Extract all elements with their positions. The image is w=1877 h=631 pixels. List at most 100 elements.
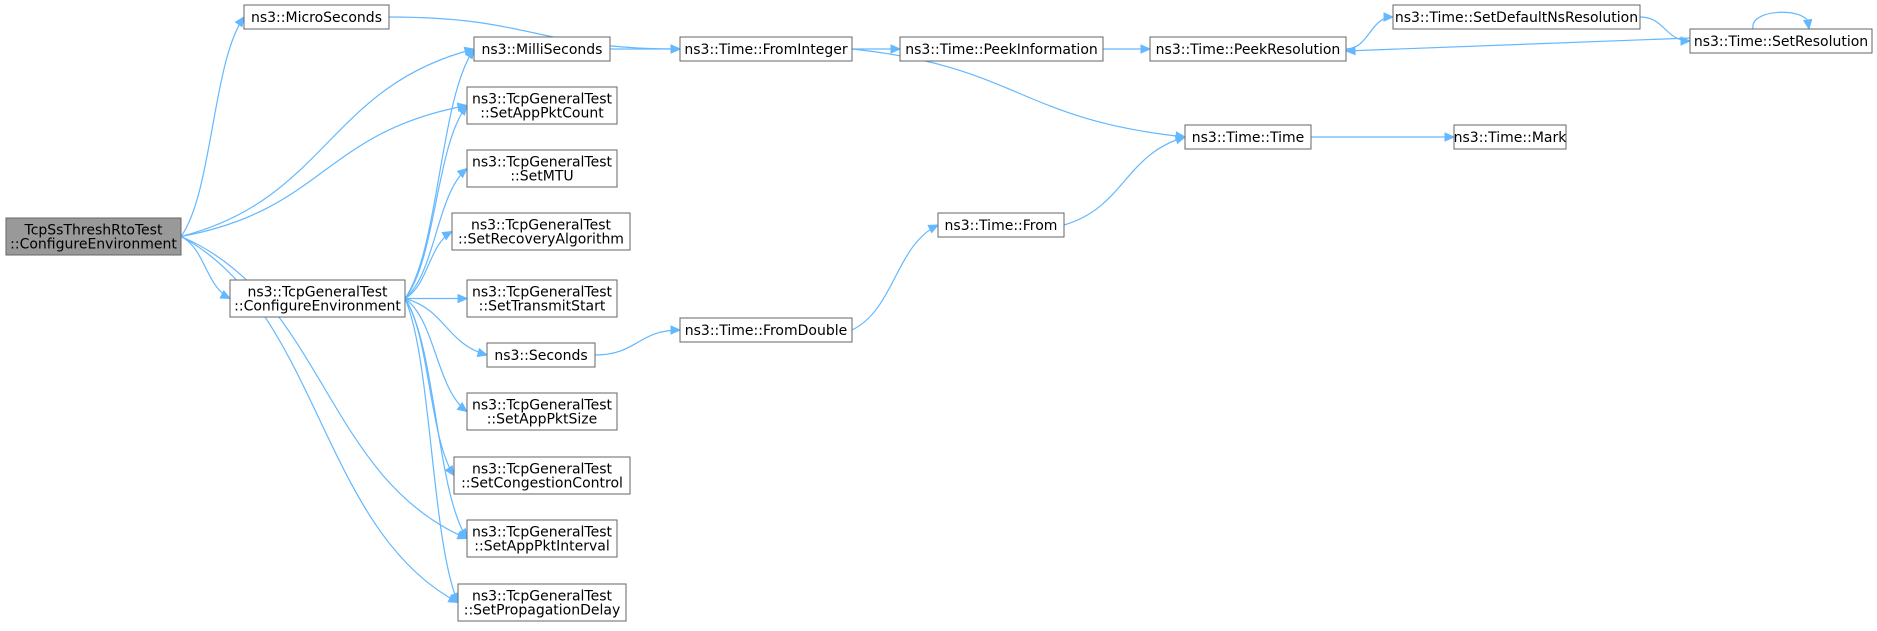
edge-time-peek-resolution-to-time-set-default-ns-resolution bbox=[1345, 12, 1395, 50]
node-box bbox=[453, 456, 631, 495]
edge-arrowhead bbox=[476, 347, 489, 358]
edge-arrowhead bbox=[1140, 44, 1152, 54]
edge-general-configure-to-set-transmit-start bbox=[404, 293, 469, 304]
edge-line bbox=[180, 16, 245, 237]
edge-arrowhead bbox=[1802, 18, 1813, 31]
node-box bbox=[899, 36, 1104, 62]
node-box bbox=[466, 392, 618, 431]
edge-line bbox=[180, 48, 475, 238]
node-box bbox=[1392, 4, 1641, 30]
node-root[interactable]: TcpSsThreshRtoTest::ConfigureEnvironment bbox=[5, 217, 182, 256]
edge-line bbox=[851, 224, 939, 331]
node-label-line: ns3::TcpGeneralTest bbox=[472, 525, 613, 541]
node-label-line: ::ConfigureEnvironment bbox=[234, 299, 401, 315]
node-label-line: ns3::TcpGeneralTest bbox=[472, 92, 613, 108]
node-label-line: ns3::Seconds bbox=[494, 348, 587, 364]
node-label-line: ns3::TcpGeneralTest bbox=[472, 155, 613, 171]
node-box bbox=[937, 212, 1065, 238]
node-microseconds[interactable]: ns3::MicroSeconds bbox=[243, 4, 390, 30]
edges-layer bbox=[180, 11, 1813, 604]
node-box bbox=[679, 317, 853, 343]
edge-line bbox=[180, 104, 468, 238]
edge-time-set-resolution-to-time-peek-resolution bbox=[1344, 37, 1691, 56]
edge-root-to-set-app-pkt-count bbox=[180, 102, 469, 238]
edge-arrowhead bbox=[670, 325, 682, 335]
node-label-line: ::SetAppPktInterval bbox=[474, 539, 609, 555]
node-set-app-pkt-count[interactable]: ns3::TcpGeneralTest::SetAppPktCount bbox=[466, 86, 618, 125]
node-time-set-resolution[interactable]: ns3::Time::SetResolution bbox=[1689, 28, 1873, 54]
edge-arrowhead bbox=[441, 230, 454, 241]
node-time-from-integer[interactable]: ns3::Time::FromInteger bbox=[679, 36, 853, 62]
edge-arrowhead bbox=[1444, 132, 1456, 142]
node-box bbox=[486, 342, 596, 368]
edge-time-peek-information-to-time-peek-resolution bbox=[1103, 44, 1152, 54]
edge-time-set-default-ns-resolution-to-time-set-resolution bbox=[1639, 16, 1692, 46]
edge-arrowhead bbox=[1344, 45, 1356, 56]
edge-general-configure-to-set-recovery-algorithm bbox=[404, 230, 454, 300]
node-time-peek-resolution[interactable]: ns3::Time::PeekResolution bbox=[1149, 36, 1347, 62]
node-set-recovery-algorithm[interactable]: ns3::TcpGeneralTest::SetRecoveryAlgorith… bbox=[451, 212, 631, 251]
node-box bbox=[451, 212, 631, 251]
node-box bbox=[229, 279, 406, 318]
edge-arrowhead bbox=[457, 293, 469, 304]
node-time-from[interactable]: ns3::Time::From bbox=[937, 212, 1065, 238]
node-box bbox=[466, 149, 618, 188]
node-seconds[interactable]: ns3::Seconds bbox=[486, 342, 596, 368]
node-time-time[interactable]: ns3::Time::Time bbox=[1184, 124, 1312, 150]
node-box bbox=[466, 279, 618, 318]
node-label-line: ns3::TcpGeneralTest bbox=[247, 285, 388, 301]
node-time-from-double[interactable]: ns3::Time::FromDouble bbox=[679, 317, 853, 343]
node-box bbox=[1184, 124, 1312, 150]
edge-arrowhead bbox=[1680, 36, 1692, 46]
node-label-line: ns3::TcpGeneralTest bbox=[472, 462, 613, 478]
node-label-line: ns3::Time::Mark bbox=[1454, 130, 1568, 146]
node-box bbox=[1149, 36, 1347, 62]
edge-line bbox=[594, 329, 681, 356]
node-label-line: ns3::TcpGeneralTest bbox=[471, 218, 612, 234]
edge-line bbox=[180, 235, 459, 604]
edge-arrowhead bbox=[456, 402, 468, 413]
node-label-line: ns3::Time::FromDouble bbox=[685, 323, 848, 339]
edge-time-set-resolution-to-time-set-resolution bbox=[1752, 11, 1813, 31]
node-label-line: ns3::Time::From bbox=[945, 218, 1058, 234]
edge-arrowhead bbox=[444, 464, 455, 477]
node-label-line: ns3::TcpGeneralTest bbox=[472, 285, 613, 301]
edge-line bbox=[404, 168, 468, 299]
edge-line bbox=[404, 298, 468, 539]
edge-arrowhead bbox=[219, 289, 232, 300]
node-time-peek-information[interactable]: ns3::Time::PeekInformation bbox=[899, 36, 1104, 62]
node-label-line: ns3::Time::PeekResolution bbox=[1156, 42, 1341, 58]
edge-line bbox=[404, 297, 488, 356]
node-milliseconds[interactable]: ns3::MilliSeconds bbox=[473, 36, 611, 62]
edge-arrowhead bbox=[670, 44, 682, 54]
edge-general-configure-to-seconds bbox=[404, 297, 489, 358]
edge-line bbox=[1345, 37, 1691, 52]
edge-arrowhead bbox=[234, 15, 245, 28]
node-set-app-pkt-interval[interactable]: ns3::TcpGeneralTest::SetAppPktInterval bbox=[466, 519, 618, 558]
node-box bbox=[679, 36, 853, 62]
node-label-line: ::ConfigureEnvironment bbox=[10, 237, 177, 253]
node-time-mark[interactable]: ns3::Time::Mark bbox=[1453, 124, 1568, 150]
edge-line bbox=[1063, 136, 1186, 226]
node-set-app-pkt-size[interactable]: ns3::TcpGeneralTest::SetAppPktSize bbox=[466, 392, 618, 431]
node-set-mtu[interactable]: ns3::TcpGeneralTest::SetMTU bbox=[466, 149, 618, 188]
node-label-line: ns3::TcpGeneralTest bbox=[472, 398, 613, 414]
edge-general-configure-to-set-app-pkt-count bbox=[404, 104, 468, 299]
edge-line bbox=[180, 235, 231, 300]
node-set-transmit-start[interactable]: ns3::TcpGeneralTest::SetTransmitStart bbox=[466, 279, 618, 318]
edge-line bbox=[404, 105, 468, 299]
node-label-line: TcpSsThreshRtoTest bbox=[24, 223, 163, 239]
edge-time-from-to-time-time bbox=[1063, 135, 1187, 226]
node-label-line: ns3::Time::PeekInformation bbox=[905, 42, 1098, 58]
node-label-line: ::SetAppPktSize bbox=[487, 412, 598, 428]
node-label-line: ::SetTransmitStart bbox=[479, 299, 606, 315]
node-time-set-default-ns-resolution[interactable]: ns3::Time::SetDefaultNsResolution bbox=[1392, 4, 1641, 30]
node-label-line: ::SetPropagationDelay bbox=[464, 603, 621, 619]
edge-arrowhead bbox=[457, 527, 468, 540]
node-box bbox=[243, 4, 390, 30]
node-label-line: ns3::Time::SetDefaultNsResolution bbox=[1395, 10, 1638, 26]
edge-general-configure-to-set-mtu bbox=[404, 167, 468, 299]
node-set-propagation-delay[interactable]: ns3::TcpGeneralTest::SetPropagationDelay bbox=[457, 583, 627, 622]
node-general-configure[interactable]: ns3::TcpGeneralTest::ConfigureEnvironmen… bbox=[229, 279, 406, 318]
node-set-congestion-control[interactable]: ns3::TcpGeneralTest::SetCongestionContro… bbox=[453, 456, 631, 495]
